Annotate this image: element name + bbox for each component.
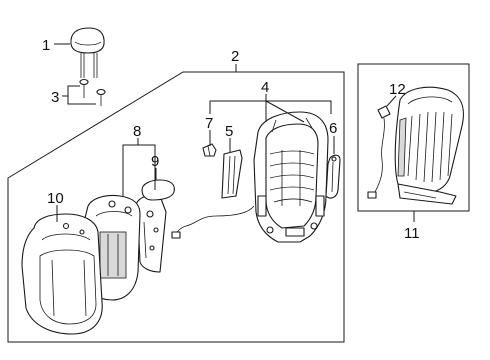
callout-8: 8 (133, 123, 141, 140)
callout-2: 2 (231, 48, 239, 65)
leader-12 (386, 95, 397, 107)
seat-back-cover (21, 213, 103, 335)
seat-back-panel (135, 194, 167, 273)
callout-6: 6 (329, 120, 337, 137)
callout-7: 7 (205, 115, 213, 132)
side-bracket (325, 154, 341, 199)
headrest-guide-right (96, 88, 106, 106)
callout-3: 3 (51, 89, 59, 106)
callout-4: 4 (261, 79, 269, 96)
leader-8 (122, 144, 156, 196)
callout-10: 10 (47, 190, 64, 207)
callout-1: 1 (42, 37, 50, 54)
frame-wire-harness (175, 205, 255, 237)
clip (202, 143, 217, 157)
leader-3 (67, 85, 96, 105)
seat-back-heater (394, 86, 465, 205)
seat-assembly-boundary (7, 71, 345, 343)
headrest (70, 27, 105, 78)
leader-4-to-frame-b (265, 100, 305, 123)
callout-9: 9 (151, 153, 159, 170)
seat-back-frame (253, 111, 329, 243)
leader-4 (209, 100, 332, 114)
frame-harness-connector (171, 231, 181, 239)
callout-5: 5 (225, 123, 233, 140)
callout-11: 11 (404, 225, 420, 242)
side-trim-panel (221, 149, 243, 199)
callout-12: 12 (389, 81, 406, 98)
heater-harness (367, 105, 391, 199)
top-pad (141, 179, 175, 201)
headrest-guide-left (79, 78, 89, 98)
